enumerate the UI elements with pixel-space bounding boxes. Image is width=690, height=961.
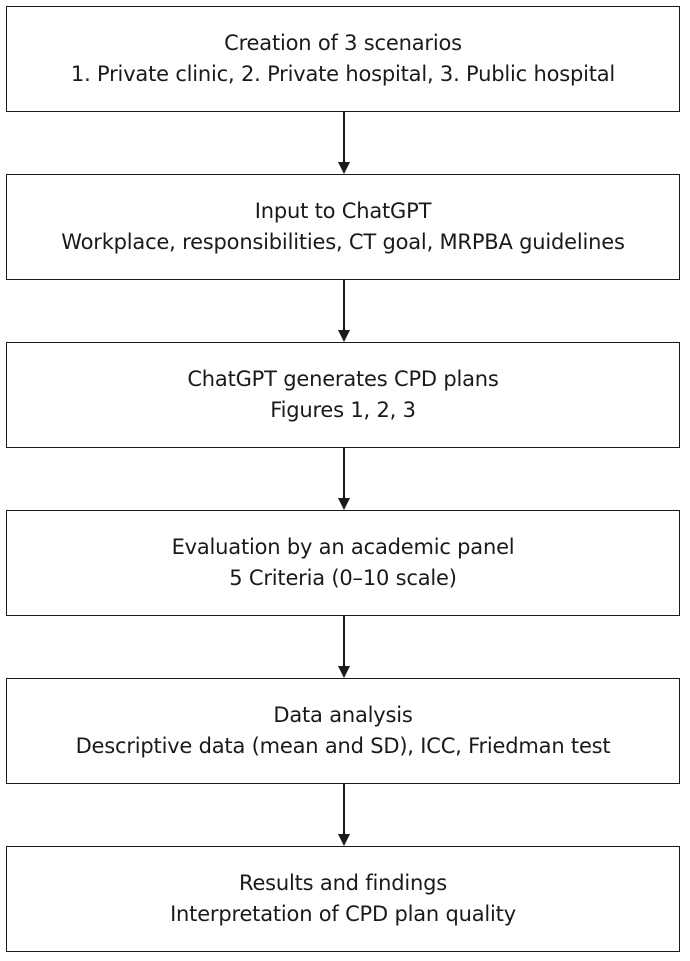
step-title: ChatGPT generates CPD plans [187, 367, 499, 391]
step-detail: 1. Private clinic, 2. Private hospital, … [70, 62, 616, 86]
arrow-down-icon [338, 834, 350, 846]
step-detail: Figures 1, 2, 3 [270, 398, 416, 422]
step-title: Input to ChatGPT [254, 199, 432, 223]
arrow-down-icon [338, 498, 350, 510]
step-detail: Workplace, responsibilities, CT goal, MR… [61, 230, 625, 254]
arrow-down-icon [338, 162, 350, 174]
step-title: Data analysis [273, 703, 413, 727]
step-title: Creation of 3 scenarios [224, 31, 462, 55]
step-box-data-analysis: Data analysis Descriptive data (mean and… [6, 678, 680, 784]
step-box-chatgpt-input: Input to ChatGPT Workplace, responsibili… [6, 174, 680, 280]
step-detail: Interpretation of CPD plan quality [170, 902, 516, 926]
step-title: Evaluation by an academic panel [171, 535, 515, 559]
step-detail: 5 Criteria (0–10 scale) [229, 566, 457, 590]
step-title: Results and findings [239, 871, 447, 895]
step-box-results: Results and findings Interpretation of C… [6, 846, 680, 952]
arrow-down-icon [338, 330, 350, 342]
step-detail: Descriptive data (mean and SD), ICC, Fri… [75, 734, 611, 758]
step-box-scenario-creation: Creation of 3 scenarios 1. Private clini… [6, 6, 680, 112]
arrow-down-icon [338, 666, 350, 678]
step-box-panel-evaluation: Evaluation by an academic panel 5 Criter… [6, 510, 680, 616]
step-box-cpd-generation: ChatGPT generates CPD plans Figures 1, 2… [6, 342, 680, 448]
